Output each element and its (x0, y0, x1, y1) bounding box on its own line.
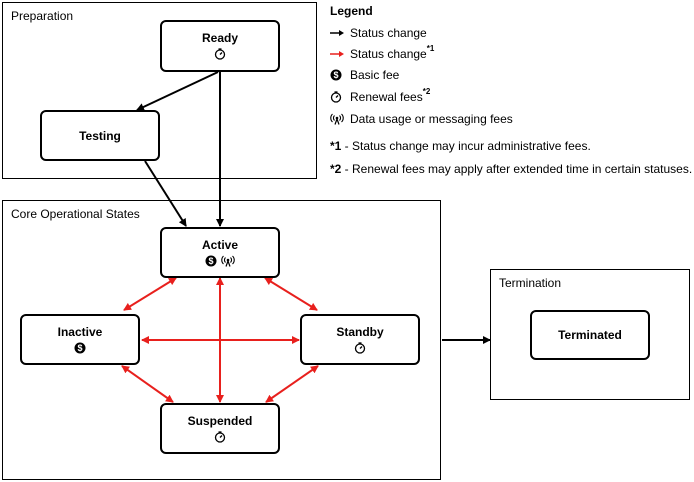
state-inactive: Inactive $ (20, 314, 140, 365)
state-active: Active $ (160, 227, 280, 278)
legend-item-basic-fee: $ Basic fee (330, 68, 399, 82)
dollar-icon: $ (205, 255, 217, 266)
antenna-icon (330, 113, 344, 125)
state-label: Suspended (187, 413, 253, 428)
state-label: Inactive (57, 324, 103, 339)
legend-item-renewal-fees: Renewal fees*2 (330, 87, 430, 104)
dollar-icon: $ (330, 69, 342, 81)
black-arrow-icon (330, 30, 344, 36)
arrow-ready-to-testing (136, 71, 219, 111)
arrow-standby-suspended (265, 365, 319, 403)
state-label: Standby (336, 324, 384, 339)
group-label: Preparation (11, 9, 74, 23)
legend-item-status-change: Status change (330, 26, 427, 40)
footnote-2: *2 - Renewal fees may apply after extend… (330, 162, 693, 176)
antenna-icon (221, 255, 235, 267)
timer-icon (214, 430, 226, 443)
footnote-1: *1 - Status change may incur administrat… (330, 139, 591, 153)
arrow-testing-to-active (144, 160, 187, 227)
group-label: Core Operational States (11, 207, 140, 221)
svg-text:$: $ (333, 70, 338, 80)
arrow-inactive-suspended (121, 365, 174, 403)
state-label: Active (201, 237, 239, 252)
legend-item-data-usage: Data usage or messaging fees (330, 112, 513, 126)
svg-text:$: $ (208, 256, 213, 266)
state-suspended: Suspended (160, 403, 280, 454)
timer-icon (354, 341, 366, 354)
state-testing: Testing (40, 110, 160, 161)
arrow-active-inactive (123, 277, 177, 311)
state-label: Ready (201, 31, 239, 45)
red-arrow-icon (330, 51, 344, 57)
dollar-icon: $ (74, 342, 86, 353)
timer-icon (330, 91, 342, 103)
timer-icon (214, 48, 226, 60)
legend-item-status-change-fee: Status change*1 (330, 44, 434, 61)
state-standby: Standby (300, 314, 420, 365)
legend-title: Legend (330, 4, 373, 18)
state-ready: Ready (160, 20, 280, 72)
state-label: Terminated (558, 328, 622, 342)
group-label: Termination (499, 276, 562, 290)
state-label: Testing (79, 128, 121, 143)
state-terminated: Terminated (530, 310, 650, 360)
svg-text:$: $ (77, 343, 82, 353)
arrow-active-standby (264, 277, 318, 311)
